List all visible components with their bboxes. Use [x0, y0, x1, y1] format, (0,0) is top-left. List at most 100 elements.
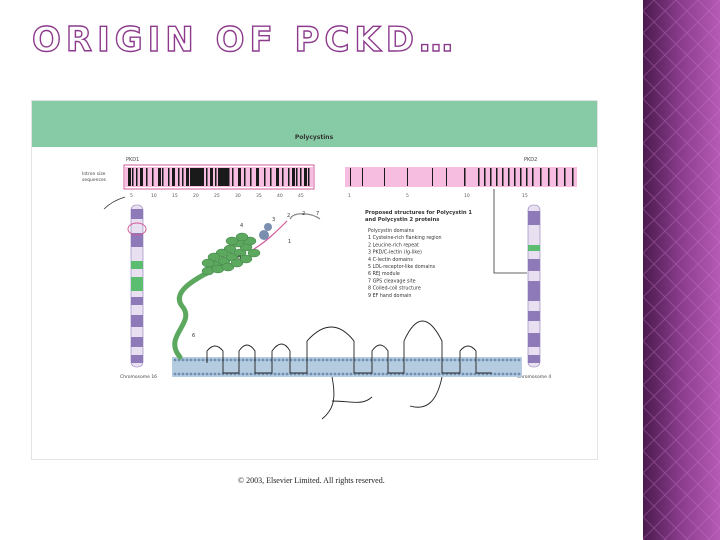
legend-item: 3 PKD/C-lectin (Ig-like)	[368, 250, 422, 256]
pkd-bead	[221, 262, 235, 272]
legend-item: 7 GPS cleavage site	[368, 278, 416, 284]
structure-title-1: Proposed structures for Polycystin 1	[365, 210, 472, 216]
pkd1-exon-bar	[264, 168, 266, 186]
pkd2-exon-bar	[556, 168, 558, 186]
pkd1-exon-bar	[292, 168, 295, 186]
pkd2-exon-number: 10	[464, 193, 470, 199]
pkd1-exon-bar	[128, 168, 131, 186]
pkd1-exon-bar	[276, 168, 279, 186]
pkd1-exon-number: 20	[193, 193, 199, 199]
pkd1-exon-bar	[158, 168, 161, 186]
pkd2-gene-band	[345, 167, 577, 187]
polycystin-1-extracellular: 3 2 2 7 1 4 8 6	[172, 211, 321, 360]
chromosome-4	[527, 204, 541, 368]
pkd1-exon-bar	[210, 168, 213, 186]
pkd1-exon-bar	[215, 168, 217, 186]
pkd-bead	[247, 248, 261, 258]
pkd1-exon-bar	[146, 168, 148, 186]
chromosome-16-label: Chromosome 16	[120, 374, 157, 380]
legend-item: 1 Cysteine-rich flanking region	[368, 235, 442, 241]
pkd1-exon-number: 15	[172, 193, 178, 199]
pkd1-exon-bar	[270, 168, 272, 186]
legend-item: 2 Leucine-rich repeat	[368, 242, 419, 248]
pkd2-exon-bar	[478, 168, 480, 186]
legend-item: 6 REJ module	[368, 271, 400, 277]
svg-text:7: 7	[316, 211, 319, 217]
svg-text:2: 2	[302, 211, 305, 217]
legend-item: 4 C-lectin domains	[368, 257, 413, 263]
pkd-bead	[235, 232, 249, 242]
pkd1-exon-bar	[140, 168, 143, 186]
pkd-bead	[225, 236, 239, 246]
pkd1-box	[123, 164, 315, 190]
pkd2-exon-bar	[490, 168, 492, 186]
pkd1-exons	[128, 168, 310, 186]
svg-text:1: 1	[288, 239, 291, 245]
pkd1-exon-bar	[288, 168, 290, 186]
pkd-bead	[239, 254, 253, 264]
pkd-figure: Polycystins PKD1 PKD2 Intron size sequen…	[31, 100, 598, 460]
pkd1-exon-bar	[300, 168, 302, 186]
pkd1-exon-number: 5	[130, 193, 133, 199]
pkd2-exon-bar	[484, 168, 486, 186]
chromosome-4-label: Chromosome 4	[517, 374, 551, 380]
structure-title-2: and Polycystin 2 proteins	[365, 217, 439, 223]
pkd2-exon-bar	[502, 168, 504, 186]
pkd1-exon-number: 45	[298, 193, 304, 199]
pkd-bead	[230, 258, 244, 268]
pkd2-exon-bar	[520, 168, 522, 186]
pkd1-exon-bar	[282, 168, 284, 186]
decorative-side-band	[643, 0, 720, 540]
polycystin-diagram: Polycystins PKD1 PKD2 Intron size sequen…	[32, 101, 597, 420]
pkd1-exon-bar	[232, 168, 234, 186]
pkd1-exon-bar	[162, 168, 164, 186]
legend-item: 5 LDL-receptor-like domains	[368, 264, 436, 270]
legend-item: Polycystin domains	[368, 228, 415, 234]
transmembrane-loops	[206, 320, 492, 374]
pkd1-exon-bar	[206, 168, 208, 186]
chromosome-16	[127, 204, 147, 368]
pkd1-exon-bar	[250, 168, 252, 186]
pkd-bead	[207, 252, 221, 262]
svg-text:2: 2	[287, 213, 290, 219]
pkd2-exon-bar	[532, 168, 534, 186]
pkd2-exon-bar	[572, 168, 574, 186]
pkd2-exon-bar	[564, 168, 566, 186]
pkd-bead	[233, 248, 247, 258]
pkd2-exon-bar	[350, 168, 351, 186]
copyright-caption: © 2003, Elsevier Limited. All rights res…	[238, 476, 385, 485]
pkd1-exon-bar	[186, 168, 189, 186]
pkd2-exon-bar	[464, 168, 466, 186]
header-band	[32, 101, 597, 147]
pkd2-exon-bar	[362, 168, 363, 186]
pkd1-exon-bar	[172, 168, 175, 186]
legend-item: 8 Coiled-coil structure	[368, 286, 421, 292]
pkd2-exon-number: 5	[406, 193, 409, 199]
pkd2-exons	[350, 168, 574, 186]
svg-text:3: 3	[272, 217, 275, 223]
arrow-pkd2	[493, 189, 527, 274]
slide-title: ORIGIN OF PCKD…	[31, 19, 458, 60]
legend-item: 9 EF hand domain	[368, 293, 411, 299]
pkd2-exon-bar	[548, 168, 550, 186]
pkd1-exon-number: 35	[256, 193, 262, 199]
pkd1-exon-bar	[228, 168, 230, 186]
pkd1-exon-bar	[178, 168, 180, 186]
pkd2-exon-bar	[514, 168, 516, 186]
pkd1-exon-bar	[256, 168, 259, 186]
pkd2-exon-bar	[407, 168, 408, 186]
pkd1-exon-bar	[296, 168, 298, 186]
pkd1-exon-bar	[308, 168, 310, 186]
pkd1-exon-bar	[132, 168, 134, 186]
pkd1-exon-number: 40	[277, 193, 283, 199]
pkd1-exon-number: 30	[235, 193, 241, 199]
pkd-bead	[201, 258, 215, 268]
pkd1-exon-bar	[304, 168, 307, 186]
pkd2-exon-number: 15	[522, 193, 528, 199]
pkd2-exon-number: 1	[348, 193, 351, 199]
pkd1-exon-bar	[168, 168, 170, 186]
pkd2-label: PKD2	[524, 157, 537, 163]
